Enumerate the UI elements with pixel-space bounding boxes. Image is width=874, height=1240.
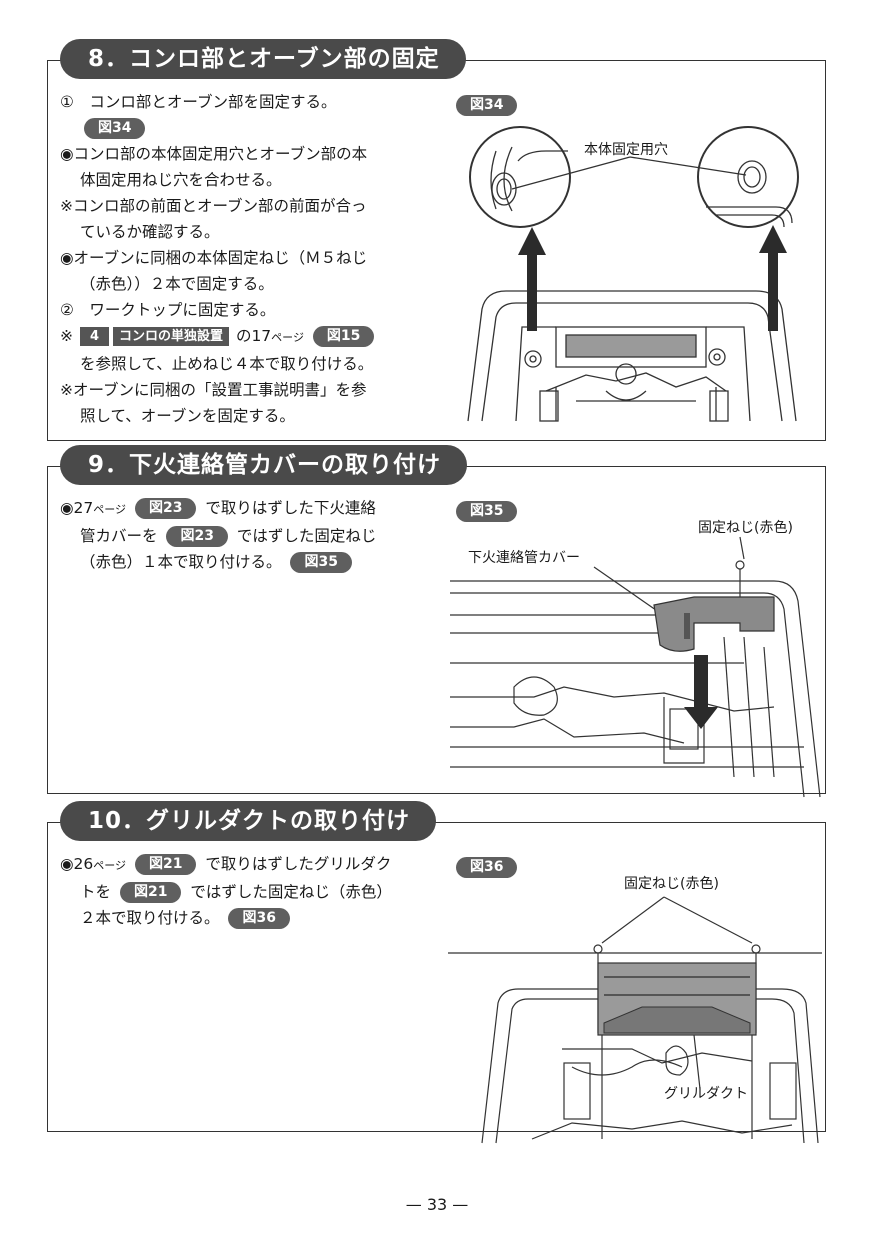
s9-line-1: ◉27ページ 図23 で取りはずした下火連絡 [60, 498, 376, 519]
fig-ref-21[interactable]: 図21 [134, 854, 197, 875]
s9-line-2: 管カバーを 図23 ではずした固定ねじ [80, 526, 377, 547]
step-2: ② ワークトップに固定する。 [60, 301, 276, 319]
section-10-text: ◉26ページ 図21 で取りはずしたグリルダク トを 図21 ではずした固定ねじ… [60, 851, 460, 931]
note-screw-a: ◉オーブンに同梱の本体固定ねじ（Ｍ５ねじ [60, 249, 368, 267]
section-9-text: ◉27ページ 図23 で取りはずした下火連絡 管カバーを 図23 ではずした固定… [60, 495, 460, 575]
figure-35: 図35 固定ねじ(赤色) 下火連絡管カバー [444, 497, 824, 798]
figure-36-drawing [448, 896, 822, 1144]
step-1: ① コンロ部とオーブン部を固定する。 [60, 93, 337, 111]
figure-34-drawing [467, 126, 799, 422]
callout-fixing-hole: 本体固定用穴 [584, 142, 668, 158]
s10-line-2: トを 図21 ではずした固定ねじ（赤色） [80, 882, 392, 903]
section-8-title: 8．コンロ部とオーブン部の固定 [60, 39, 466, 79]
callout-pipe-cover: 下火連絡管カバー [468, 550, 580, 566]
figure-36: 図36 固定ねじ(赤色) グリルダクト [448, 853, 822, 1144]
section-9: 9．下火連絡管カバーの取り付け ◉27ページ 図23 で取りはずした下火連絡 管… [47, 445, 826, 798]
section-8: 8．コンロ部とオーブン部の固定 ① コンロ部とオーブン部を固定する。 図34 ◉… [47, 39, 826, 441]
ref-line-b: を参照して、止めねじ４本で取り付ける。 [80, 355, 374, 373]
note-front-align-b: ているか確認する。 [80, 223, 220, 241]
figure-35-drawing [450, 536, 821, 798]
s10-line-3: ２本で取り付ける。 図36 [60, 905, 460, 931]
section-9-title: 9．下火連絡管カバーの取り付け [60, 445, 468, 485]
note-oven-manual-b: 照して、オーブンを固定する。 [80, 407, 295, 425]
ref-section-number[interactable]: 4 [79, 327, 109, 346]
figure-36-label: 図36 [456, 857, 518, 878]
s9-line-3: （赤色）１本で取り付ける。 図35 [60, 549, 460, 575]
figure-35-label: 図35 [456, 501, 518, 522]
section-10-title: 10．グリルダクトの取り付け [60, 801, 437, 841]
note-align-holes-a: ◉コンロ部の本体固定用穴とオーブン部の本 [60, 145, 368, 163]
page-number: — 33 — [405, 1195, 469, 1214]
figure-34: 図34 本体固定用穴 [456, 91, 816, 431]
fig-ref-23-b[interactable]: 図23 [166, 526, 228, 547]
callout-grill-duct: グリルダクト [662, 1083, 750, 1103]
figure-34-label: 図34 [456, 95, 518, 116]
note-oven-manual-a: ※オーブンに同梱の「設置工事説明書」を参 [60, 381, 367, 399]
fig-ref-35[interactable]: 図35 [290, 552, 352, 573]
fig-ref-15[interactable]: 図15 [312, 326, 375, 347]
callout-fixing-screw: 固定ねじ(赤色) [698, 520, 793, 536]
note-align-holes-b: 体固定用ねじ穴を合わせる。 [80, 171, 282, 189]
fig-ref-36[interactable]: 図36 [228, 908, 290, 929]
fig-ref-23[interactable]: 図23 [134, 498, 197, 519]
callout-fixing-screws: 固定ねじ(赤色) [624, 876, 719, 892]
fig-ref-21-b[interactable]: 図21 [119, 882, 182, 903]
s10-line-1: ◉26ページ 図21 で取りはずしたグリルダク [60, 854, 392, 875]
ref-section-title[interactable]: コンロの単独設置 [112, 327, 229, 346]
section-8-text: ① コンロ部とオーブン部を固定する。 図34 ◉コンロ部の本体固定用穴とオーブン… [60, 89, 460, 429]
fig-ref-34[interactable]: 図34 [84, 118, 146, 139]
note-screw-b: （赤色））２本で固定する。 [80, 275, 274, 293]
section-10: 10．グリルダクトの取り付け ◉26ページ 図21 で取りはずしたグリルダク ト… [47, 801, 826, 1144]
note-front-align-a: ※コンロ部の前面とオーブン部の前面が合っ [60, 197, 367, 215]
